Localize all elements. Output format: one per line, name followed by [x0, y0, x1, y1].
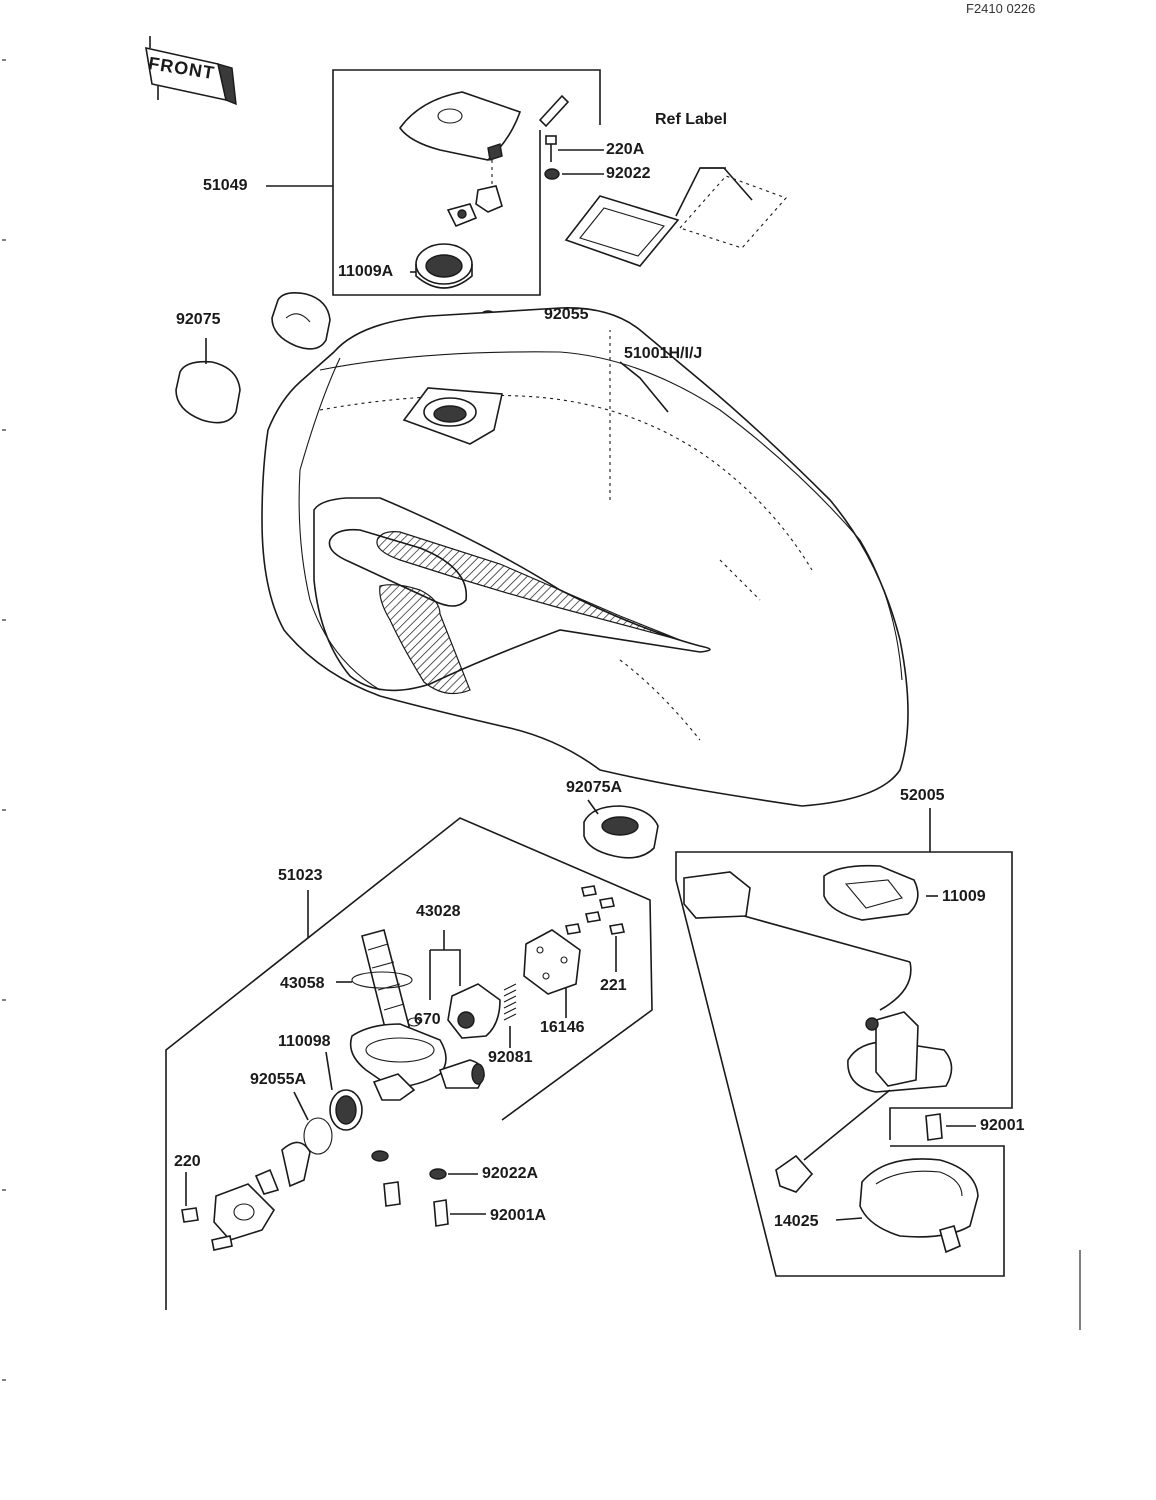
callout-92022: 92022: [606, 165, 651, 182]
grommet-92075A: [583, 799, 659, 859]
callout-92075: 92075: [176, 311, 221, 328]
callout-11009A: 11009A: [338, 263, 394, 280]
drawing-reference-code: F2410 0226: [966, 1, 1036, 16]
callout-92055: 92055: [544, 306, 589, 323]
callout-11009: 11009: [942, 888, 986, 905]
callout-43058: 43058: [280, 975, 325, 992]
callout-52005: 52005: [900, 787, 945, 804]
callout-92055A: 92055A: [250, 1071, 307, 1088]
reference-labels: [564, 167, 787, 267]
callout-51023: 51023: [278, 867, 323, 884]
callout-16146: 16146: [540, 1019, 585, 1036]
callout-43028: 43028: [416, 903, 461, 920]
bolt-92001A: [433, 1199, 486, 1227]
washer-92022: [544, 168, 604, 180]
callout-92075A: 92075A: [566, 779, 623, 796]
callout-670: 670: [414, 1011, 441, 1028]
callout-110098: 110098: [278, 1033, 331, 1050]
callout-92001A: 92001A: [490, 1207, 547, 1224]
callout-92081: 92081: [488, 1049, 533, 1066]
callout-220A: 220A: [606, 141, 645, 158]
washer-92022A: [429, 1168, 478, 1180]
fuel-cock-assembly: [165, 817, 653, 1310]
callout-51001: 51001H/I/J: [624, 345, 703, 362]
filler-cap-assembly: [266, 69, 601, 296]
callout-51049: 51049: [203, 177, 248, 194]
callout-92001: 92001: [980, 1117, 1025, 1134]
scan-edge-marks: [2, 59, 1081, 1381]
callout-221: 221: [600, 977, 627, 994]
screw-220A: [545, 135, 604, 162]
callout-14025: 14025: [774, 1213, 819, 1230]
front-arrow-icon: [145, 36, 237, 106]
fuel-tank-51001: [261, 307, 909, 807]
ref-label-caption: Ref Label: [655, 111, 728, 128]
screws-221: [565, 885, 625, 972]
fuel-level-sensor-assembly: [675, 808, 1013, 1277]
callout-220: 220: [174, 1153, 201, 1170]
damper-92075: [175, 292, 331, 424]
callout-92022A: 92022A: [482, 1165, 539, 1182]
